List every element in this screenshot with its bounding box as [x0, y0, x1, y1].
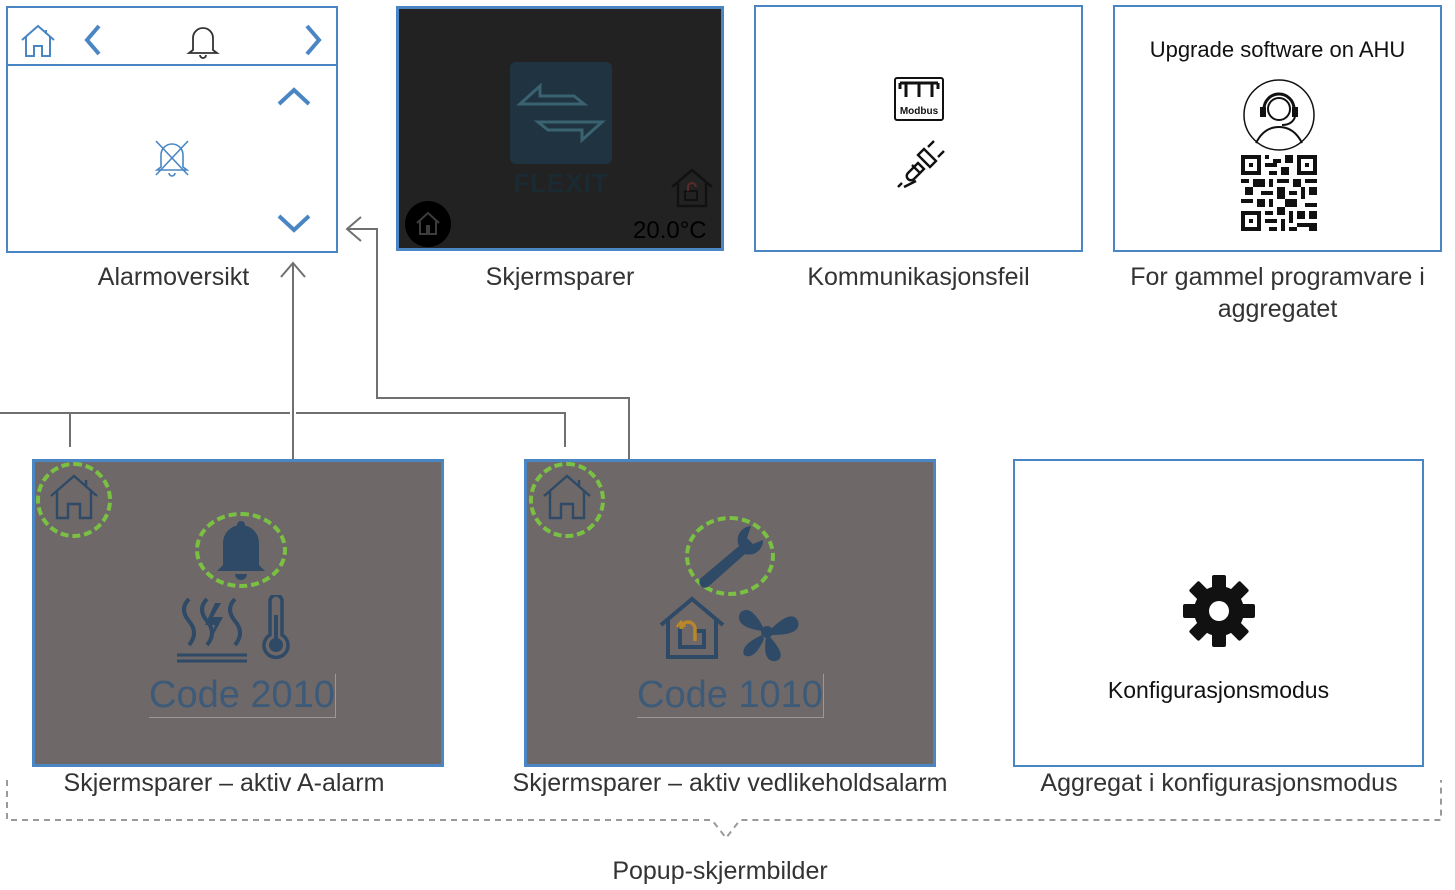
wrench-icon[interactable]: [693, 522, 767, 588]
header-divider: [8, 64, 336, 66]
screensaver-caption: Skjermsparer: [485, 263, 635, 291]
bell-off-icon: [150, 135, 194, 179]
configuration-mode-caption: Aggregat i konfigurasjonsmodus: [1040, 769, 1398, 797]
communication-error-screen: Modbus: [754, 5, 1083, 252]
thermometer-icon: [259, 595, 293, 663]
support-headset-icon: [1242, 79, 1316, 151]
alarm-code: Code 1010: [637, 674, 824, 718]
fan-icon: [732, 599, 802, 665]
home-highlight-ring: [36, 462, 112, 538]
chevron-up-icon[interactable]: [275, 84, 313, 108]
alarm-overview-caption: Alarmoversikt: [97, 263, 250, 291]
alarm-overview-screen: [6, 6, 338, 253]
upgrade-software-screen: Upgrade software on AHU: [1113, 5, 1442, 252]
maintenance-alarm-caption: Skjermsparer – aktiv vedlikeholdsalarm: [512, 769, 948, 797]
chevron-down-icon[interactable]: [275, 212, 313, 236]
home-unlock-icon: [669, 167, 715, 209]
wrench-highlight-ring: [685, 516, 775, 596]
screensaver-screen: FLEXIT 20.0°C: [396, 6, 724, 251]
popup-group-caption: Popup-skjermbilder: [612, 857, 828, 885]
maintenance-alarm-popup-screen: Code 1010: [524, 459, 936, 767]
home-button-icon[interactable]: [405, 201, 451, 247]
configuration-mode-label: Konfigurasjonsmodus: [1107, 677, 1330, 703]
home-highlight-ring: [529, 462, 605, 538]
a-alarm-caption: Skjermsparer – aktiv A-alarm: [63, 769, 385, 797]
modbus-icon: Modbus: [894, 77, 944, 121]
plug-disconnected-icon: [894, 135, 950, 191]
upgrade-title: Upgrade software on AHU: [1149, 37, 1406, 62]
temperature-readout: 20.0°C: [633, 217, 707, 244]
modbus-label: Modbus: [899, 106, 939, 117]
home-icon[interactable]: [47, 472, 101, 522]
chevron-left-icon[interactable]: [82, 22, 104, 58]
bell-highlight-ring: [195, 512, 287, 588]
bell-icon: [185, 22, 221, 60]
flexit-logo-icon: [510, 62, 612, 164]
flexit-brand-text: FLEXIT: [513, 168, 609, 198]
configuration-mode-screen: Konfigurasjonsmodus: [1013, 459, 1424, 767]
communication-error-caption: Kommunikasjonsfeil: [807, 263, 1030, 291]
heat-icon: [175, 595, 249, 663]
alarm-code: Code 2010: [149, 674, 336, 718]
gear-icon: [1181, 573, 1257, 649]
home-unlock-icon: [657, 595, 727, 661]
chevron-right-icon[interactable]: [302, 22, 324, 58]
home-icon[interactable]: [540, 472, 594, 522]
upgrade-caption: For gammel programvare i aggregatet: [1130, 263, 1425, 323]
home-icon[interactable]: [18, 22, 58, 60]
bell-filled-icon[interactable]: [215, 517, 267, 583]
qr-code-icon: [1241, 155, 1317, 231]
a-alarm-popup-screen: Code 2010: [32, 459, 444, 767]
